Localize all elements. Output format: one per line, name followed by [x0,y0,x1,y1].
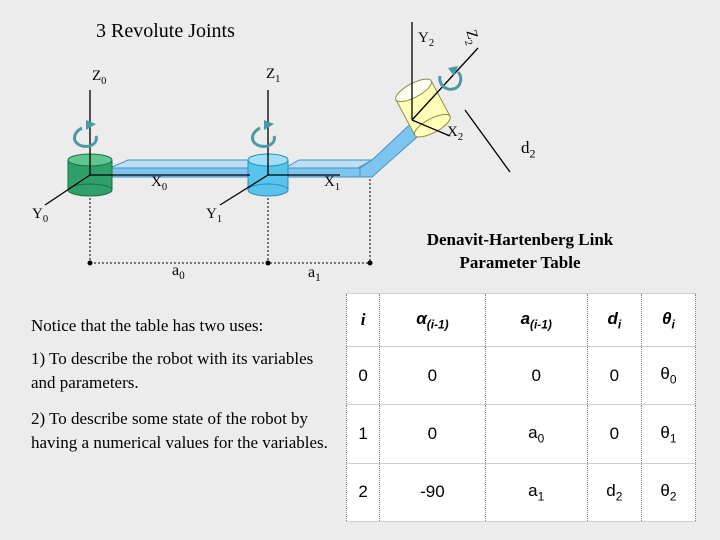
cell: d2 [586,462,642,523]
cell: θ0 [640,345,697,406]
label-d2: d2 [521,138,536,161]
header-a: a(i-1) [484,293,588,347]
rotation-icon-z1 [251,120,276,148]
dh-table-header-row: i α(i-1) a(i-1) di θi [345,293,697,347]
table-row: 2 -90 a1 d2 θ2 [345,462,697,523]
note-use-2: 2) To describe some state of the robot b… [31,409,328,452]
label-x1: X1 [324,174,341,193]
rotation-icon-z2 [438,66,463,91]
cell: 0 [379,404,486,464]
label-a0: a0 [172,262,185,283]
label-z1: Z1 [266,66,281,85]
label-z0: Z0 [92,68,107,87]
cell: 0 [345,345,381,406]
dim-dot-a0-start [87,260,93,266]
dh-parameter-table: i α(i-1) a(i-1) di θi 0 0 0 0 θ0 1 0 a0 … [345,293,697,523]
label-a1: a1 [308,264,321,285]
cell: a0 [484,404,588,464]
header-d: di [586,293,642,347]
rotation-icon-z0 [73,120,98,148]
cell: 0 [586,345,642,406]
cell: 0 [379,345,486,406]
dim-dot-a1-end [367,260,373,266]
dim-dot-a0-end [265,260,271,266]
label-y2: Y2 [418,30,435,49]
header-theta: θi [640,293,697,347]
cell: θ1 [640,404,697,464]
note-intro: Notice that the table has two uses: [31,316,264,335]
label-y0: Y0 [32,206,49,225]
header-i: i [345,293,381,347]
cell: a1 [484,462,588,523]
cell: 0 [586,404,642,464]
label-x0: X0 [151,174,168,193]
cell: 0 [484,345,588,406]
page-title: 3 Revolute Joints [96,20,235,42]
table-row: 1 0 a0 0 θ1 [345,404,697,464]
label-y1: Y1 [206,206,223,225]
cell: θ2 [640,462,697,523]
label-x2: X2 [447,124,464,143]
axes [44,22,511,206]
dh-table-title: Denavit-Hartenberg Link Parameter Table [426,230,614,272]
note-use-1: 1) To describe the robot with its variab… [31,349,314,392]
cell: 1 [345,404,381,464]
cell: 2 [345,462,381,523]
cell: -90 [379,462,486,523]
table-row: 0 0 0 0 θ0 [345,345,697,406]
dimension-lines [89,175,371,264]
header-alpha: α(i-1) [379,293,486,347]
